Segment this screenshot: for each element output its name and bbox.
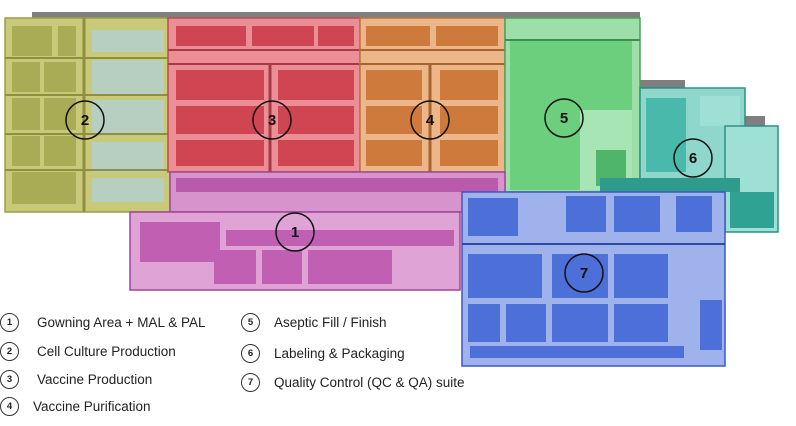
zone-3-vaccine-production [167,17,361,173]
zone-marker-circle [673,138,713,178]
zone-marker-number: 6 [689,150,697,167]
legend-item-3: 3 Vaccine Production [0,370,152,389]
legend-label-6: Labeling & Packaging [274,346,405,361]
zone-marker-7: 7 [564,253,604,293]
legend-label-1: Gowning Area + MAL & PAL [37,315,206,330]
zone-marker-3: 3 [252,100,292,140]
legend-item-2: 2 Cell Culture Production [0,342,176,361]
zone-marker-number: 4 [426,112,435,129]
legend-item-5: 5 Aseptic Fill / Finish [241,313,387,332]
zone-marker-number: 1 [291,224,299,241]
legend-label-3: Vaccine Production [37,372,153,387]
legend-number-7: 7 [241,373,260,392]
zone-marker-2: 2 [65,100,105,140]
legend-number-4: 4 [0,397,19,416]
zone-marker-6: 6 [673,138,713,178]
back-wall [32,12,640,20]
zone-marker-number: 2 [81,112,89,129]
zone-marker-number: 3 [268,112,276,129]
zone-marker-circle [544,98,584,138]
zone-marker-number: 5 [560,110,568,127]
zone-6-labeling [600,87,779,233]
legend-item-7: 7 Quality Control (QC & QA) suite [241,373,465,392]
zone-1-gowning [129,171,506,291]
back-wall-6b [745,116,765,126]
legend-label-4: Vaccine Purification [33,399,151,414]
zone-2-cell-culture [4,17,171,213]
zone-marker-5: 5 [544,98,584,138]
zone-5-aseptic-fill [504,17,641,193]
legend-item-4: 4 Vaccine Purification [0,397,151,416]
zone-marker-4: 4 [410,100,450,140]
legend-number-1: 1 [0,313,19,332]
zone-marker-circle [275,212,315,252]
zone-marker-circle [65,100,105,140]
legend-item-6: 6 Labeling & Packaging [241,344,405,363]
zone-marker-circle [564,253,604,293]
legend-label-5: Aseptic Fill / Finish [274,315,387,330]
legend-number-5: 5 [241,313,260,332]
legend-number-2: 2 [0,342,19,361]
legend-number-3: 3 [0,370,19,389]
legend-label-2: Cell Culture Production [37,344,176,359]
back-wall-6 [640,80,685,88]
legend-item-1: 1 Gowning Area + MAL & PAL [0,313,205,332]
zone-marker-circle [252,100,292,140]
zone-marker-circle [410,100,450,140]
legend-label-7: Quality Control (QC & QA) suite [274,375,465,390]
zone-7-quality-control [461,191,726,367]
legend-number-6: 6 [241,344,260,363]
zone-4-vaccine-purification [359,17,506,173]
zone-marker-number: 7 [580,265,588,282]
zone-marker-1: 1 [275,212,315,252]
